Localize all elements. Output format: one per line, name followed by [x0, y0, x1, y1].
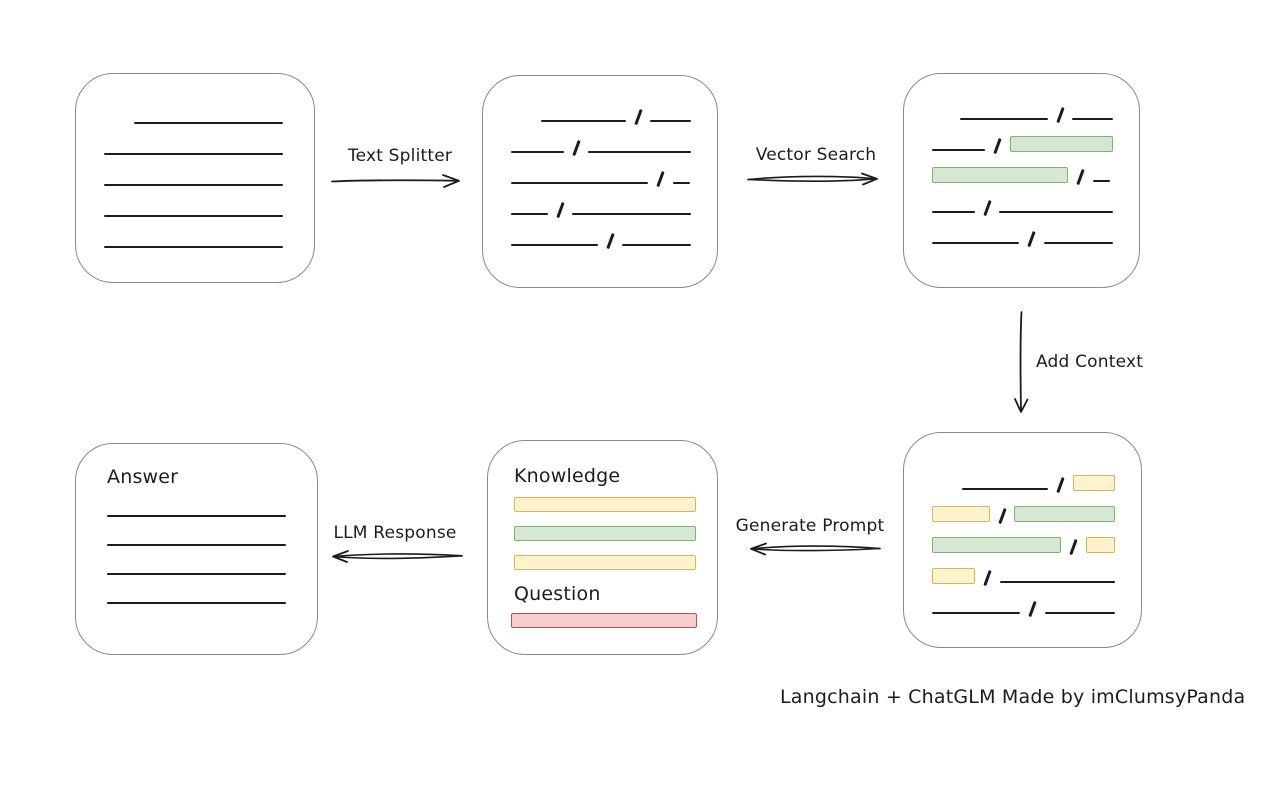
text-line-segment	[622, 244, 691, 246]
yellow-highlight-chunk	[932, 568, 976, 584]
question-label: Question	[514, 583, 601, 605]
llm-response-label: LLM Response	[333, 523, 457, 543]
chunk-row	[511, 185, 691, 218]
text-line-segment	[1092, 180, 1110, 182]
answer-text-line	[107, 515, 286, 517]
text-line-segment	[588, 151, 691, 153]
context-lines	[932, 460, 1115, 617]
green-knowledge-bar	[514, 526, 696, 541]
text-line-segment	[962, 488, 1049, 490]
text-splitter-arrow	[331, 174, 460, 188]
footer-credit: Langchain + ChatGLM Made by imClumsyPand…	[780, 686, 1246, 708]
llm-response-arrow	[332, 550, 463, 563]
yellow-highlight-chunk	[1072, 475, 1115, 491]
add-context-label: Add Context	[1036, 352, 1144, 372]
green-highlight-chunk	[1009, 136, 1113, 152]
chunk-row	[932, 584, 1115, 617]
prompt-box: Knowledge Question	[487, 440, 718, 655]
green-highlight-chunk	[932, 167, 1068, 183]
split-chunks-box	[482, 75, 718, 288]
slash-separator	[605, 233, 614, 249]
chunk-row	[932, 491, 1115, 524]
chunk-row	[932, 553, 1115, 586]
text-line-segment	[999, 581, 1115, 583]
search-result-lines	[932, 90, 1113, 247]
text-line-segment	[104, 215, 283, 217]
chunk-row	[104, 218, 288, 249]
context-box	[903, 432, 1142, 648]
yellow-highlight-chunk	[932, 506, 990, 522]
slash-separator	[1028, 601, 1037, 617]
source-document-box	[75, 73, 315, 283]
vector-search-label: Vector Search	[755, 145, 877, 165]
answer-lines	[107, 515, 291, 604]
text-line-segment	[104, 153, 283, 155]
text-line-segment	[1044, 612, 1115, 614]
text-line-segment	[511, 213, 548, 215]
add-context-arrow	[1014, 311, 1029, 413]
chunk-row	[511, 123, 691, 156]
chunk-row	[541, 92, 691, 125]
chunk-row	[104, 187, 288, 218]
vector-search-arrow	[747, 172, 878, 186]
text-line-segment	[932, 149, 986, 151]
generate-prompt-arrow	[750, 542, 881, 556]
chunk-row	[932, 152, 1113, 185]
answer-box: Answer	[75, 443, 318, 655]
text-line-segment	[999, 211, 1113, 213]
answer-text-line	[107, 544, 286, 546]
text-line-segment	[932, 211, 975, 213]
search-result-box	[903, 73, 1140, 288]
yellow-knowledge-bar	[514, 555, 696, 570]
chunk-row	[104, 125, 288, 156]
text-line-segment	[1072, 118, 1113, 120]
green-highlight-chunk	[932, 537, 1062, 553]
text-line-segment	[932, 242, 1020, 244]
answer-text-line	[107, 602, 286, 604]
chunk-row	[932, 214, 1113, 247]
slash-separator	[1027, 231, 1036, 247]
text-line-segment	[511, 244, 598, 246]
text-line-segment	[541, 120, 626, 122]
chunk-row	[932, 522, 1115, 555]
chunk-row	[134, 94, 288, 125]
chunk-row	[932, 183, 1113, 216]
answer-text-line	[107, 573, 286, 575]
text-line-segment	[960, 118, 1048, 120]
text-line-segment	[104, 184, 283, 186]
chunk-row	[511, 216, 691, 249]
text-line-segment	[134, 122, 283, 124]
chunk-row	[511, 154, 691, 187]
text-line-segment	[1043, 242, 1113, 244]
knowledge-label: Knowledge	[514, 465, 621, 487]
generate-prompt-label: Generate Prompt	[735, 516, 885, 536]
document-lines	[104, 94, 288, 249]
chunk-lines	[511, 92, 691, 249]
chunk-row	[104, 156, 288, 187]
yellow-knowledge-bar	[514, 497, 696, 512]
text-line-segment	[104, 246, 283, 248]
text-line-segment	[650, 120, 691, 122]
yellow-highlight-chunk	[1085, 537, 1115, 553]
text-line-segment	[511, 151, 564, 153]
chunk-row	[962, 460, 1115, 493]
text-splitter-label: Text Splitter	[347, 146, 453, 166]
text-line-segment	[511, 182, 648, 184]
answer-label: Answer	[107, 466, 179, 488]
chunk-row	[960, 90, 1113, 123]
chunk-row	[932, 121, 1113, 154]
text-line-segment	[672, 182, 690, 184]
knowledge-bars	[514, 497, 696, 570]
text-line-segment	[572, 213, 691, 215]
green-highlight-chunk	[1014, 506, 1115, 522]
question-bar	[511, 613, 697, 628]
text-line-segment	[932, 612, 1021, 614]
